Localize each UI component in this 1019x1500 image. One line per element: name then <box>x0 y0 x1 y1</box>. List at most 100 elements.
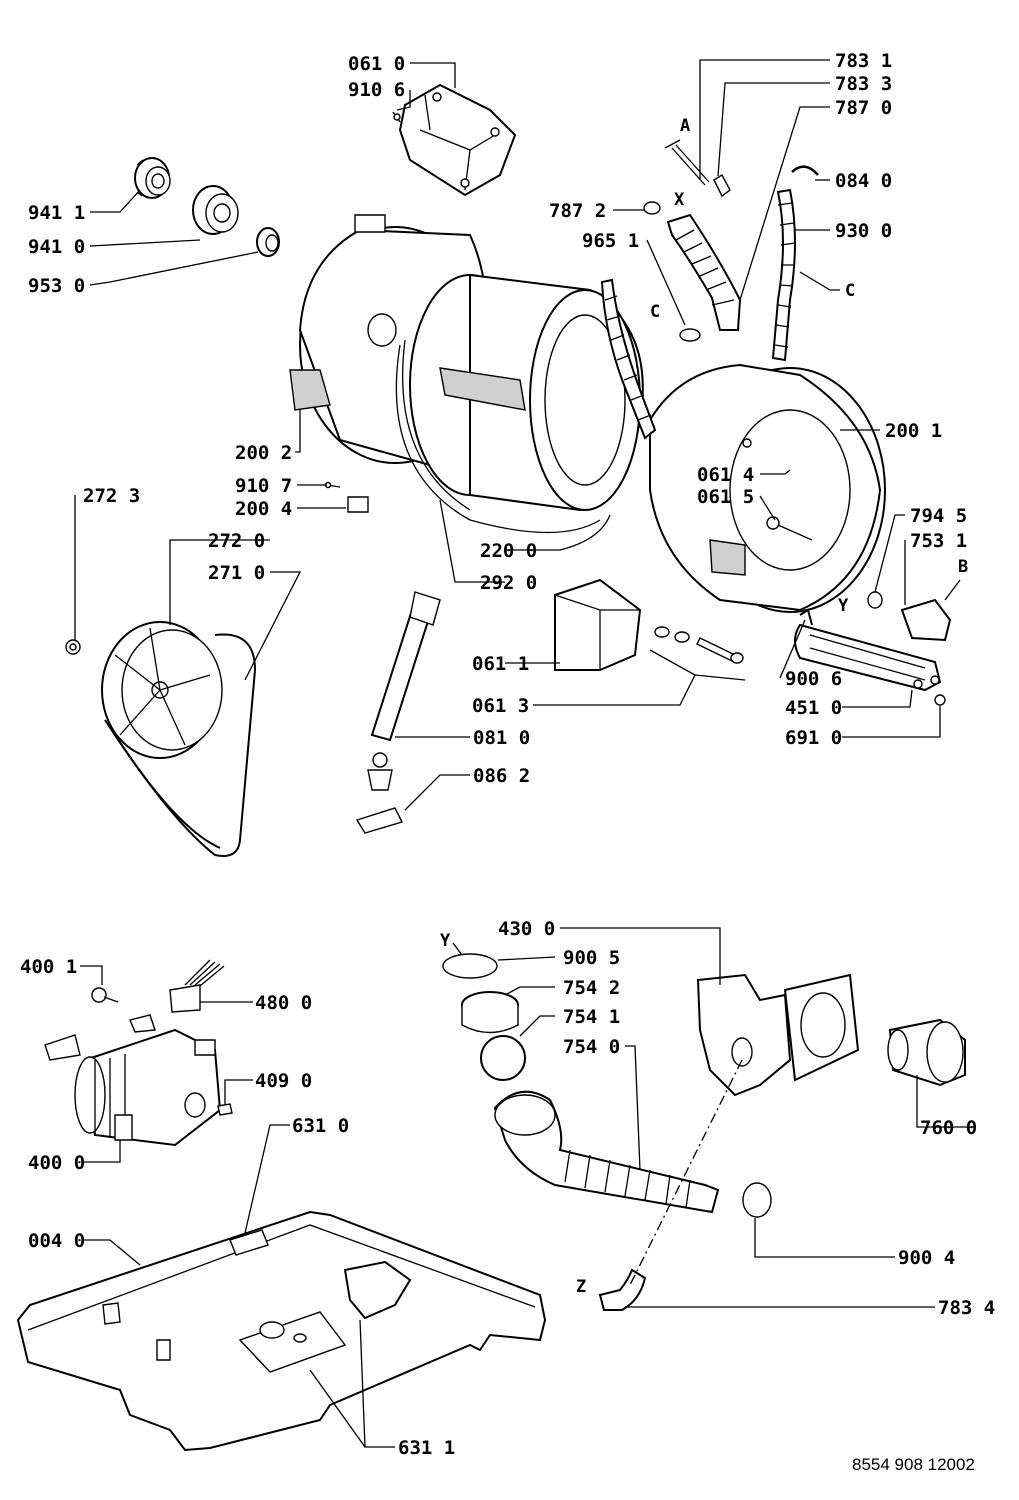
letter-y-marker-bottom: Y <box>440 931 451 951</box>
letter-a-marker: A <box>680 116 690 136</box>
vent-bellows <box>643 201 742 331</box>
label-220-0: 220 0 <box>480 540 537 562</box>
drive-belt <box>104 633 257 857</box>
hose-elbow-783-4 <box>598 1268 647 1311</box>
grommet-794 <box>867 591 883 609</box>
label-451-0: 451 0 <box>785 697 842 719</box>
label-081-0: 081 0 <box>473 727 530 749</box>
label-900-6: 900 6 <box>785 668 842 690</box>
pulley-nut <box>65 639 81 655</box>
label-292-0: 292 0 <box>480 572 537 594</box>
drain-hose-754-0 <box>493 1090 720 1214</box>
drum <box>409 273 644 512</box>
label-200-4: 200 4 <box>235 498 292 520</box>
label-783-1: 783 1 <box>835 50 892 72</box>
label-400-0: 400 0 <box>28 1152 85 1174</box>
bearing-large <box>192 185 239 235</box>
label-086-2: 086 2 <box>473 765 530 787</box>
letter-c-marker-right: C <box>845 281 855 301</box>
motor <box>44 1014 222 1147</box>
label-631-1: 631 1 <box>398 1437 455 1459</box>
label-900-5: 900 5 <box>563 947 620 969</box>
label-760-0: 760 0 <box>920 1117 977 1139</box>
letter-z-marker: Z <box>576 1277 586 1297</box>
label-272-0: 272 0 <box>208 530 265 552</box>
label-754-2: 754 2 <box>563 977 620 999</box>
letter-y-marker-top: Y <box>838 596 849 616</box>
hose-right-930 <box>771 188 796 362</box>
letter-b-marker: B <box>958 557 968 577</box>
label-272-3: 272 3 <box>83 485 140 507</box>
label-430-0: 430 0 <box>498 918 555 940</box>
clamp-900-6 <box>799 608 813 626</box>
label-965-1: 965 1 <box>582 230 639 252</box>
label-084-0: 084 0 <box>835 170 892 192</box>
label-200-2: 200 2 <box>235 442 292 464</box>
letter-c-marker-left: C <box>650 302 660 322</box>
label-941-1: 941 1 <box>28 202 85 224</box>
shock-clip-086 <box>355 807 403 834</box>
tub-seal-ring <box>395 339 601 534</box>
label-953-0: 953 0 <box>28 275 85 297</box>
ring-900-5 <box>442 953 498 979</box>
counterweight-top <box>392 83 517 197</box>
label-753-1: 753 1 <box>910 530 967 552</box>
label-754-0: 754 0 <box>563 1036 620 1058</box>
cap-965 <box>679 328 701 342</box>
drum-pulley <box>101 621 223 759</box>
assembly-axis-z <box>629 1059 743 1286</box>
bearing-small <box>134 157 171 199</box>
shock-absorber <box>367 591 441 791</box>
label-061-4: 061 4 <box>697 464 754 486</box>
reference-letters: A X C C B Y Y Z <box>440 116 968 1297</box>
shaft-seal <box>256 227 280 257</box>
hose-clip-084 <box>791 165 819 176</box>
label-783-4: 783 4 <box>938 1297 995 1319</box>
label-754-1: 754 1 <box>563 1006 620 1028</box>
motor-connector <box>91 987 119 1003</box>
label-631-0: 631 0 <box>292 1115 349 1137</box>
label-480-0: 480 0 <box>255 992 312 1014</box>
wiring-plug <box>169 959 225 1013</box>
label-787-2: 787 2 <box>549 200 606 222</box>
clip-200-4 <box>347 496 369 513</box>
drain-pump-430 <box>696 973 860 1097</box>
label-271-0: 271 0 <box>208 562 265 584</box>
leader-lines <box>74 59 975 1448</box>
label-061-3: 061 3 <box>472 695 529 717</box>
document-number: 8554 908 12002 <box>852 1455 975 1474</box>
label-910-7: 910 7 <box>235 475 292 497</box>
label-900-4: 900 4 <box>898 1247 955 1269</box>
motor-sensor-409 <box>217 1103 233 1116</box>
label-787-0: 787 0 <box>835 97 892 119</box>
label-400-1: 400 1 <box>20 956 77 978</box>
label-783-3: 783 3 <box>835 73 892 95</box>
counterweight-bolt-set <box>654 626 744 664</box>
counterweight-side <box>554 578 642 671</box>
label-691-0: 691 0 <box>785 727 842 749</box>
heater-nut <box>934 694 946 706</box>
label-061-1: 061 1 <box>472 653 529 675</box>
ball-754-1 <box>480 1035 526 1081</box>
front-tub-half <box>649 363 886 613</box>
label-004-0: 004 0 <box>28 1230 85 1252</box>
label-200-1: 200 1 <box>885 420 942 442</box>
base-frame <box>16 1210 547 1452</box>
letter-x-marker: X <box>674 190 685 210</box>
label-061-0: 061 0 <box>348 53 405 75</box>
label-409-0: 409 0 <box>255 1070 312 1092</box>
filter-760 <box>887 1018 966 1087</box>
label-794-5: 794 5 <box>910 505 967 527</box>
clamp-900-4 <box>742 1182 772 1218</box>
hose-left <box>600 278 657 440</box>
label-910-6: 910 6 <box>348 79 405 101</box>
label-061-5: 061 5 <box>697 486 754 508</box>
heating-element <box>794 623 942 692</box>
label-941-0: 941 0 <box>28 236 85 258</box>
screw-910-7 <box>324 481 341 489</box>
part-labels: 061 0 910 6 783 1 783 3 787 0 084 0 787 … <box>20 50 995 1459</box>
label-930-0: 930 0 <box>835 220 892 242</box>
temp-sensor <box>900 579 961 642</box>
